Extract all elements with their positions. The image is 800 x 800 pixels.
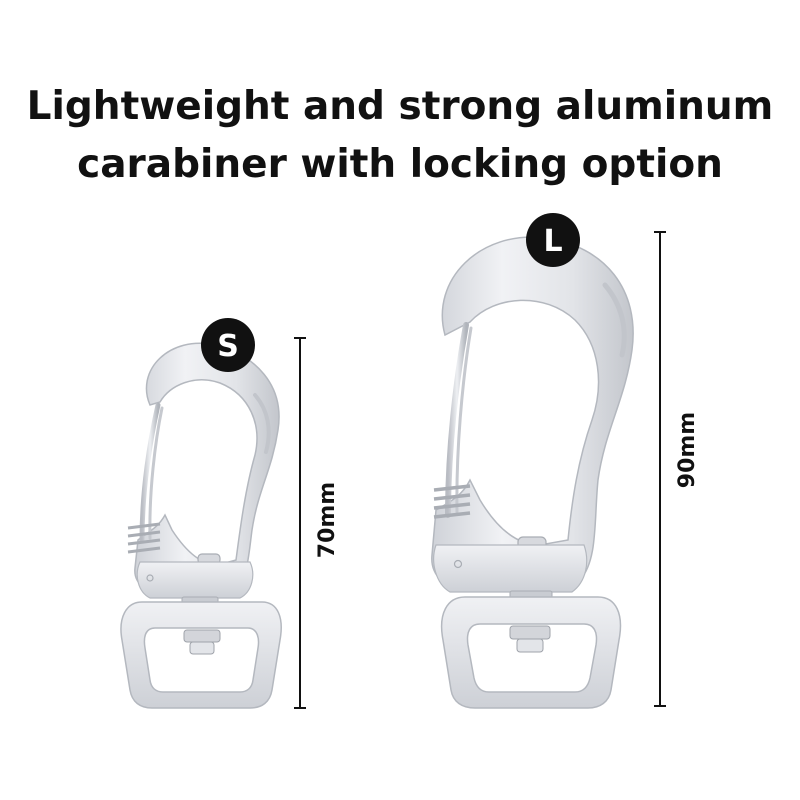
headline-line-1: Lightweight and strong aluminum: [26, 84, 774, 129]
large-carabiner-groove: [602, 282, 627, 358]
small-carabiner-swivel-ring: [120, 601, 282, 709]
size-badge-large-label: L: [543, 224, 562, 259]
headline-line-2: carabiner with locking option: [77, 142, 723, 187]
size-badge-large: L: [526, 213, 580, 267]
large-carabiner-swivel-ring: [441, 596, 622, 709]
small-carabiner-base: [136, 561, 254, 599]
large-carabiner-spring: [433, 484, 471, 519]
small-carabiner-gate-wire: [139, 402, 161, 543]
large-carabiner-base: [433, 544, 588, 593]
large-carabiner-gate-wire: [445, 322, 469, 518]
small-carabiner: [120, 342, 282, 709]
dimension-line-small: 70mm: [294, 337, 340, 709]
size-badge-small: S: [201, 318, 255, 372]
small-carabiner-spring: [127, 522, 161, 554]
large-carabiner: [431, 236, 634, 709]
small-carabiner-groove: [253, 393, 271, 454]
large-carabiner-body: [431, 236, 634, 591]
dimension-label-large: 90mm: [675, 412, 700, 488]
dimension-label-small: 70mm: [315, 482, 340, 558]
dimension-line-large: 90mm: [654, 231, 700, 707]
headline: Lightweight and strong aluminum carabine…: [0, 78, 800, 194]
small-carabiner-body: [134, 342, 280, 597]
size-badge-small-label: S: [217, 329, 239, 364]
